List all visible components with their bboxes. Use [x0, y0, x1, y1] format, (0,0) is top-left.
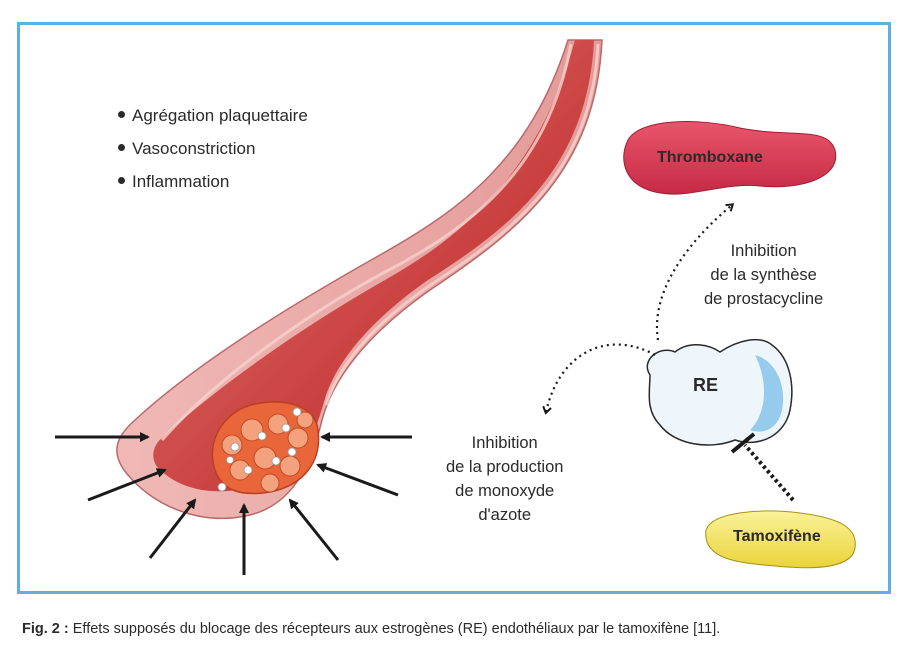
arrow-icon	[148, 498, 197, 559]
bullet-icon	[118, 144, 125, 152]
label-line: d'azote	[478, 506, 532, 524]
vessel-lumen	[153, 40, 594, 492]
vessel-intima-line	[160, 43, 573, 441]
caption-text: Effets supposés du blocage des récepteur…	[68, 621, 721, 637]
bullet-icon	[118, 111, 125, 119]
compression-arrows	[55, 432, 412, 575]
nitric-oxide-inhibition-label: Inhibition de la production de monoxyde …	[446, 431, 563, 527]
label-line: de la synthèse	[710, 266, 817, 284]
receptor-shape	[646, 338, 793, 446]
vessel-intima-line-right	[324, 43, 600, 406]
tamoxifen-label: Tamoxifène	[733, 528, 821, 545]
atheroma-plaque	[211, 401, 320, 495]
thromboxane-label: Thromboxane	[657, 149, 763, 166]
effect-item: Vasoconstriction	[118, 136, 308, 169]
arrow-icon	[316, 463, 399, 497]
bullet-icon	[118, 177, 125, 185]
receptor-label: RE	[693, 375, 719, 395]
effect-label: Agrégation plaquettaire	[132, 106, 308, 125]
tamoxifen-shape	[705, 510, 856, 569]
dotted-arrow-icon	[542, 343, 656, 415]
thromboxane-shape	[623, 121, 837, 195]
label-line: de monoxyde	[455, 482, 555, 500]
caption-figure-number: Fig. 2 :	[22, 621, 69, 637]
label-line: Inhibition	[471, 434, 538, 452]
effect-label: Vasoconstriction	[132, 139, 256, 158]
effect-item: Inflammation	[118, 169, 308, 202]
arrow-icon	[288, 498, 340, 561]
label-line: de prostacycline	[704, 290, 824, 308]
vascular-effects-list: Agrégation plaquettaire Vasoconstriction…	[118, 103, 308, 202]
figure-caption: Fig. 2 : Effets supposés du blocage des …	[22, 621, 720, 637]
arrow-icon	[87, 468, 167, 502]
dotted-inhibition-bar-icon	[730, 432, 795, 502]
label-line: Inhibition	[730, 242, 797, 260]
label-line: de la production	[446, 458, 564, 476]
effect-label: Inflammation	[132, 172, 230, 191]
prostacyclin-inhibition-label: Inhibition de la synthèse de prostacycli…	[704, 239, 823, 311]
effect-item: Agrégation plaquettaire	[118, 103, 308, 136]
